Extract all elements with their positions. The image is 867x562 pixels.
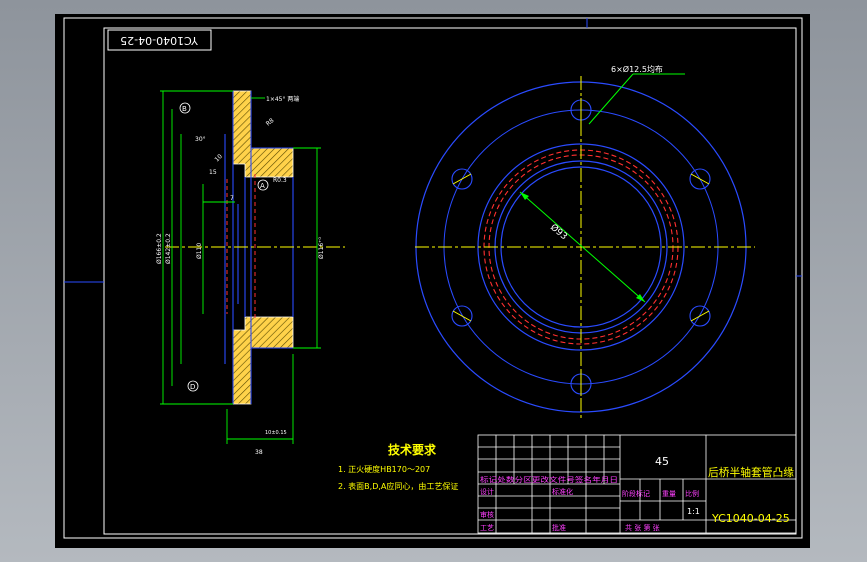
- designer-label: 设计: [480, 487, 494, 496]
- section-view: Ø166±0.2 Ø142±0.2 Ø110 Ø116⁺⁰ 7 10±0.15 …: [156, 90, 345, 456]
- bore-dia-label: Ø93: [548, 222, 569, 242]
- holes-note-leader: [588, 73, 634, 125]
- section-dim-lines: [160, 90, 321, 444]
- title-block-text: 45 后桥半轴套管凸缘 YC1040-04-25 1:1 标记处数分区更改文件号…: [480, 455, 794, 532]
- section-top-hatch: [232, 90, 294, 178]
- datum-d-circle: [187, 380, 199, 392]
- holes-note-label: 6×Ø12.5均布: [611, 64, 663, 74]
- code-box-text: YC1040-04-25: [120, 34, 199, 47]
- weight-label: 重量: [662, 490, 676, 498]
- scale-header: 比例: [685, 489, 699, 498]
- bolt-hole-6: [451, 168, 473, 190]
- drawing-no-label: YC1040-04-25: [711, 512, 790, 525]
- bore-dia-leader: [519, 191, 646, 303]
- dim-r1: R8: [265, 117, 276, 128]
- approve-label: 批准: [552, 523, 566, 532]
- dim-10: 10: [213, 153, 223, 163]
- bolt-hole-5: [451, 305, 473, 327]
- datum-d: D: [190, 383, 195, 391]
- outer-frame: [63, 17, 803, 539]
- bore-arrow-1: [520, 192, 529, 200]
- bolt-hole-3: [689, 305, 711, 327]
- datum-b: B: [182, 105, 187, 113]
- tech-item-1: 1. 正火硬度HB170～207: [338, 464, 430, 474]
- dim-38: 38: [255, 449, 263, 456]
- material-label: 45: [655, 455, 669, 468]
- sheets-label: 共 张 第 张: [625, 523, 660, 532]
- dim-110: Ø110: [196, 243, 203, 259]
- code-box: [107, 29, 212, 51]
- dim-116: Ø116⁺⁰: [318, 237, 325, 259]
- process-label: 工艺: [480, 524, 494, 532]
- tech-title: 技术要求: [388, 442, 437, 457]
- inner-frame: [103, 27, 797, 535]
- dim-outer1: Ø166±0.2: [156, 233, 163, 264]
- dim-7: 7: [230, 195, 234, 202]
- review-label: 审核: [480, 510, 494, 519]
- angle-label: 30°: [195, 136, 206, 143]
- tech-item-2: 2. 表面B,D,A应同心，由工艺保证: [338, 481, 458, 491]
- dim-15: 15: [209, 169, 217, 176]
- front-view: Ø93 6×Ø12.5均布: [415, 64, 755, 419]
- revision-header: 标记处数分区更改文件号签名年月日: [480, 475, 618, 484]
- tech-requirements: 技术要求 1. 正火硬度HB170～207 2. 表面B,D,A应同心，由工艺保…: [338, 442, 458, 491]
- bolt-hole-2: [689, 168, 711, 190]
- cad-viewport[interactable]: YC1040-04-25: [55, 14, 810, 548]
- bore-arrow-2: [636, 294, 645, 302]
- chamfer-note: 1×45° 两端: [266, 95, 299, 103]
- datum-a: A: [260, 182, 265, 190]
- stage-label: 阶段标记: [622, 489, 650, 498]
- cad-drawing: YC1040-04-25: [63, 17, 803, 539]
- part-name-label: 后桥半轴套管凸缘: [708, 465, 794, 479]
- dim-outer2: Ø142±0.2: [165, 233, 172, 264]
- title-block: [477, 434, 797, 534]
- dim-thk: 10±0.15: [265, 430, 287, 436]
- scale-label: 1:1: [687, 507, 700, 516]
- datum-b-circle: [179, 102, 191, 114]
- dim-r: R0.3: [273, 177, 287, 184]
- datum-a-circle: [257, 179, 269, 191]
- section-bottom-hatch: [232, 316, 294, 405]
- standardization-label: 标准化: [552, 487, 573, 496]
